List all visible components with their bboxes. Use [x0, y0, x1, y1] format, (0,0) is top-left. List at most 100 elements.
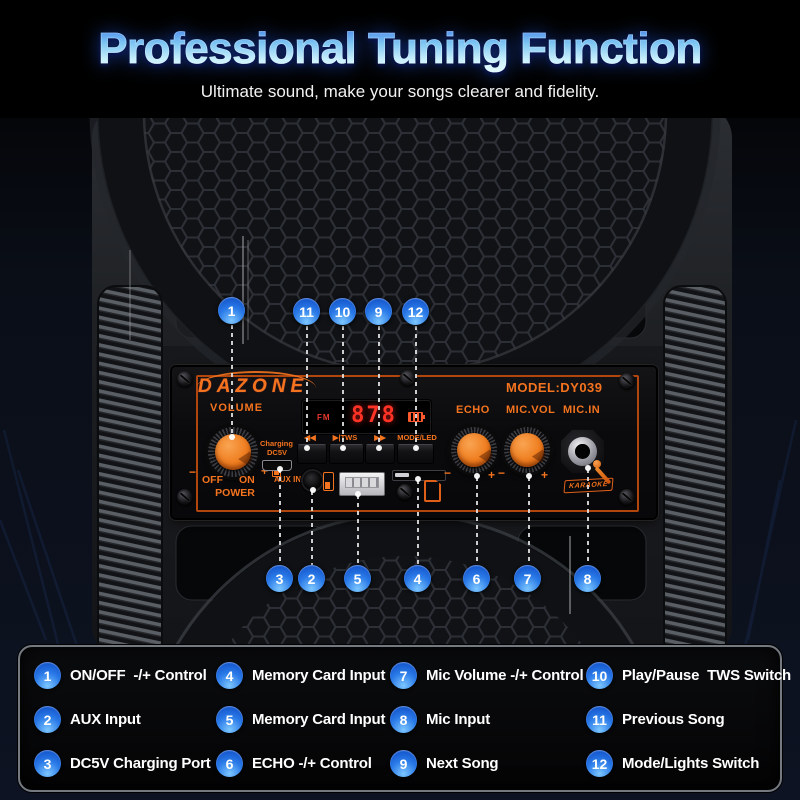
screw-icon	[177, 489, 193, 505]
background-streaks	[0, 29, 800, 661]
legend-number: 10	[586, 662, 613, 689]
echo-plus-label: +	[488, 468, 496, 482]
legend-item: 1 ON/OFF -/+ Control	[34, 662, 207, 689]
volume-minus-label: −	[189, 465, 197, 479]
callout-10: 10	[329, 298, 356, 325]
legend-number: 5	[216, 706, 243, 733]
legend-item: 12 Mode/Lights Switch	[586, 750, 759, 777]
screw-icon	[619, 489, 635, 505]
display-battery-icon	[408, 412, 425, 422]
legend-box: 1 ON/OFF -/+ Control 2 AUX Input 3 DC5V …	[18, 645, 791, 792]
legend-label: Memory Card Input	[252, 711, 386, 728]
mic-vol-knob	[504, 427, 550, 473]
legend-item: 5 Memory Card Input	[216, 706, 385, 733]
mic-vol-label: MIC.VOL	[506, 404, 556, 416]
legend-item: 8 Mic Input	[390, 706, 490, 733]
volume-plus-label: +	[261, 464, 269, 478]
legend-number: 3	[34, 750, 61, 777]
volume-knob	[208, 427, 258, 477]
screw-icon	[619, 373, 635, 389]
legend-label: Memory Card Input	[252, 667, 386, 684]
dc5v-label: DC5V	[267, 448, 288, 457]
legend-label: ECHO -/+ Control	[252, 755, 372, 772]
micro-usb-port	[262, 460, 292, 471]
power-label: POWER	[215, 487, 255, 499]
legend-number: 6	[216, 750, 243, 777]
callout-2: 2	[298, 565, 325, 592]
page-subtitle: Ultimate sound, make your songs clearer …	[200, 82, 600, 101]
previous-track-icon: ◀◀	[304, 433, 316, 442]
legend-item: 9 Next Song	[390, 750, 499, 777]
mode-led-label: MODE/LED	[397, 433, 437, 442]
screw-icon	[177, 371, 193, 387]
usb-port	[339, 472, 385, 496]
control-panel: DAZONE MODEL:DY039 VOLUME − + OFF ON POW…	[172, 367, 656, 518]
screw-icon	[400, 370, 416, 386]
legend-label: Play/Pause TWS Switch	[622, 667, 791, 684]
legend-item: 10 Play/Pause TWS Switch	[586, 662, 791, 689]
callout-3: 3	[266, 565, 293, 592]
legend-number: 8	[390, 706, 417, 733]
model-label: MODEL:DY039	[506, 380, 603, 395]
callout-9: 9	[365, 298, 392, 325]
highlight-lines	[129, 236, 571, 614]
aux-in-label: AUX IN	[274, 475, 302, 484]
legend-number: 1	[34, 662, 61, 689]
legend-label: Mic Volume -/+ Control	[426, 667, 584, 684]
fm-display: FM 878	[302, 400, 431, 434]
legend-item: 3 DC5V Charging Port	[34, 750, 211, 777]
legend-label: AUX Input	[70, 711, 141, 728]
frequency-readout: 878	[351, 403, 397, 428]
header: Professional Tuning Function Ultimate so…	[0, 0, 800, 118]
next-track-icon: ▶▶	[374, 433, 386, 442]
play-pause-tws-label: ▶|TWS	[332, 433, 358, 442]
callout-6: 6	[463, 565, 490, 592]
page-title: Professional Tuning Function	[0, 0, 800, 74]
screw-icon	[397, 484, 413, 500]
legend-number: 12	[586, 750, 613, 777]
callout-4: 4	[404, 565, 431, 592]
legend-label: Mic Input	[426, 711, 491, 728]
aux-jack	[303, 471, 322, 490]
legend-label: DC5V Charging Port	[70, 755, 211, 772]
legend-item: 6 ECHO -/+ Control	[216, 750, 372, 777]
callout-5: 5	[344, 565, 371, 592]
mic-vol-minus-label: −	[498, 466, 506, 480]
legend-number: 2	[34, 706, 61, 733]
brand-swoosh	[196, 371, 316, 389]
play-pause-tws-button	[329, 444, 364, 464]
legend-number: 9	[390, 750, 417, 777]
charging-label: Charging	[260, 439, 293, 448]
callout-1: 1	[218, 297, 245, 324]
legend-item: 4 Memory Card Input	[216, 662, 385, 689]
callout-7: 7	[514, 565, 541, 592]
legend-item: 2 AUX Input	[34, 706, 141, 733]
callout-12: 12	[402, 298, 429, 325]
sd-card-icon	[424, 480, 441, 502]
mic-icon	[593, 460, 601, 468]
volume-label: VOLUME	[210, 402, 264, 414]
legend-label: ON/OFF -/+ Control	[70, 667, 207, 684]
charge-device-icon	[323, 472, 334, 491]
fm-band-label: FM	[317, 413, 331, 422]
legend-item: 7 Mic Volume -/+ Control	[390, 662, 584, 689]
power-off-label: OFF	[202, 474, 223, 486]
legend-number: 7	[390, 662, 417, 689]
legend-number: 11	[586, 706, 613, 733]
echo-knob	[451, 427, 497, 473]
echo-label: ECHO	[456, 404, 490, 416]
power-on-label: ON	[239, 474, 255, 486]
echo-minus-label: −	[444, 466, 452, 480]
mode-led-button	[397, 444, 434, 464]
legend-label: Previous Song	[622, 711, 725, 728]
legend-label: Next Song	[426, 755, 499, 772]
legend-number: 4	[216, 662, 243, 689]
callout-8: 8	[574, 565, 601, 592]
callout-11: 11	[293, 298, 320, 325]
legend-label: Mode/Lights Switch	[622, 755, 760, 772]
mic-in-label: MIC.IN	[563, 404, 601, 416]
previous-track-button	[297, 444, 327, 464]
next-track-button	[365, 444, 395, 464]
mic-vol-plus-label: +	[541, 468, 549, 482]
